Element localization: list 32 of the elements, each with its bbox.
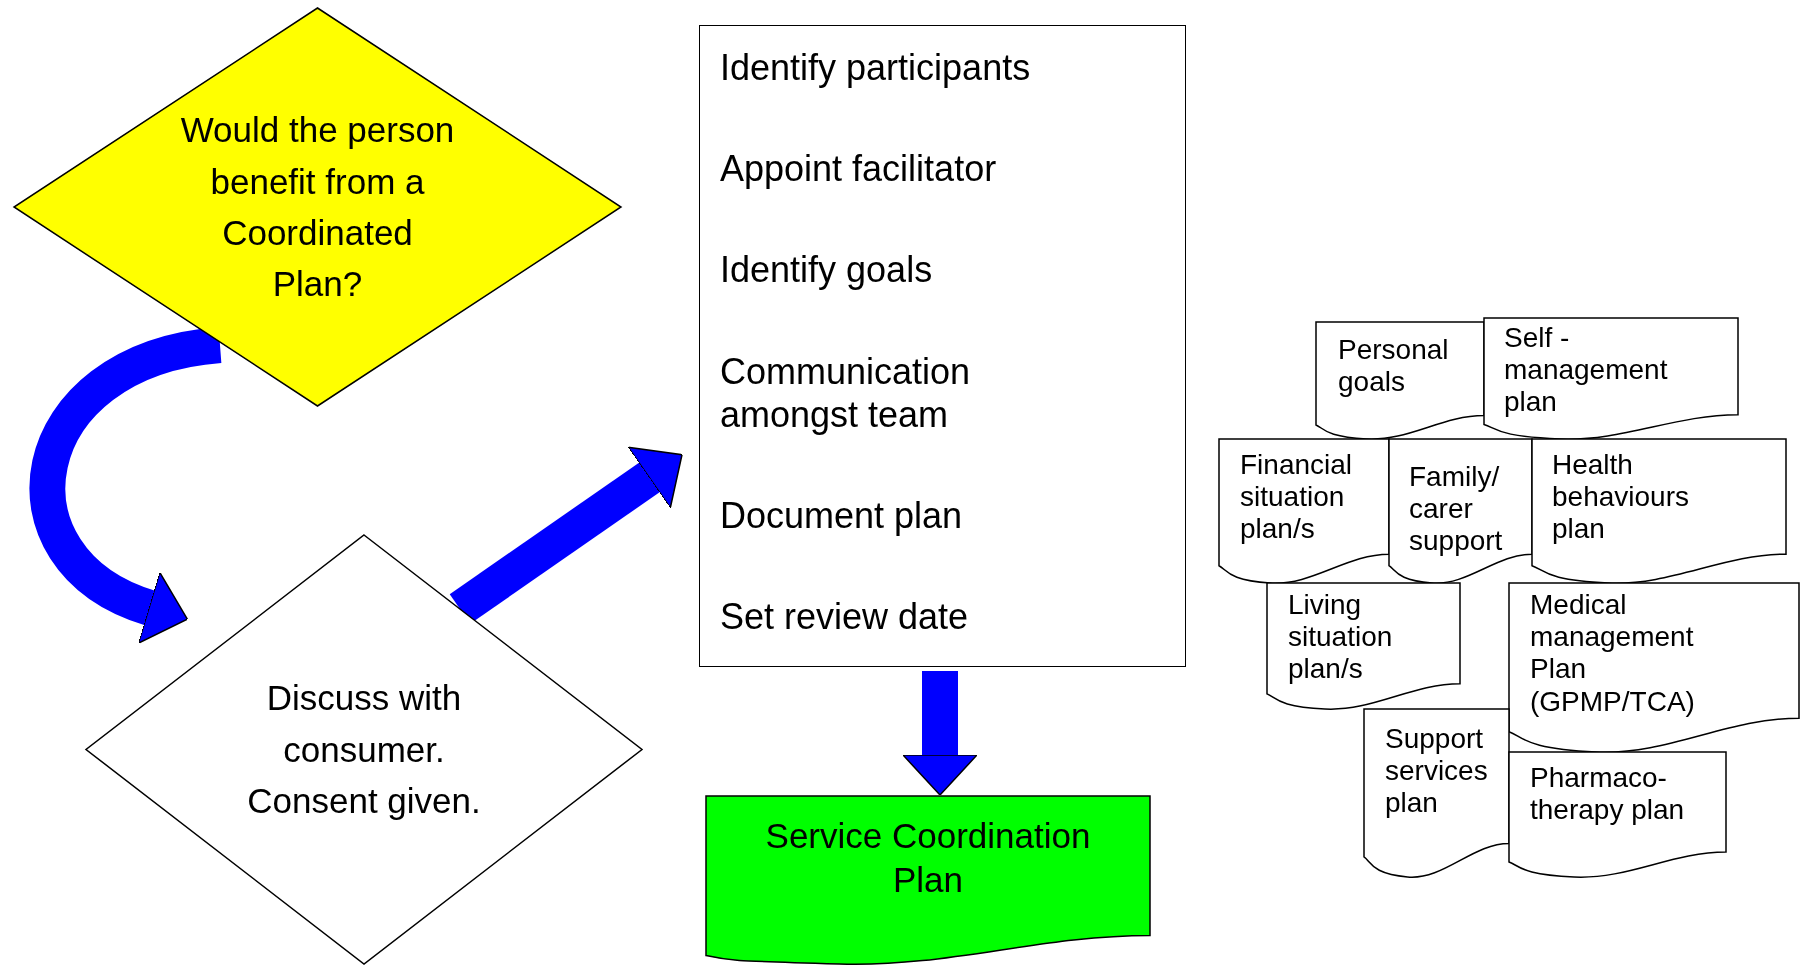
plan-document (1389, 439, 1532, 583)
step-text: Identify goals (720, 248, 934, 292)
step-text: Document plan (720, 493, 964, 538)
plan-document (1509, 583, 1799, 752)
plan-label: Family/ carer support (1409, 461, 1504, 558)
step-text: Identify participants (720, 46, 1032, 90)
question-text: Would the person benefit from a Coordinated Plan? (179, 109, 456, 306)
plan-document (706, 796, 1150, 964)
decision-diamond (14, 8, 621, 406)
step-text: Communication amongst team (720, 349, 972, 436)
plan-label: Support services plan (1385, 723, 1489, 820)
step-text: Appoint facilitator (720, 147, 998, 191)
plan-document (1509, 752, 1726, 877)
plan-label: Self - management plan (1504, 322, 1669, 419)
plan-label: Medical management Plan (GPMP/TCA) (1530, 589, 1696, 718)
plan-document (1316, 322, 1484, 439)
decision-diamond (86, 535, 642, 964)
plan-label: Health behaviours plan (1552, 449, 1690, 546)
plan-label: Financial situation plan/s (1240, 449, 1354, 546)
plan-label: Pharmaco- therapy plan (1530, 762, 1686, 827)
block-arrow (902, 671, 978, 796)
plan-document (1364, 709, 1509, 877)
plan-label: Service Coordination Plan (764, 815, 1092, 901)
plan-document (1219, 439, 1389, 583)
plan-document (1532, 439, 1786, 583)
step-text: Set review date (720, 595, 970, 639)
plan-document (1484, 318, 1738, 439)
steps-box (699, 25, 1186, 667)
plan-label: Living situation plan/s (1288, 589, 1394, 686)
question-text: Discuss with consumer. Consent given. (246, 677, 482, 823)
plan-document (1267, 583, 1460, 709)
plan-label: Personal goals (1338, 334, 1450, 399)
